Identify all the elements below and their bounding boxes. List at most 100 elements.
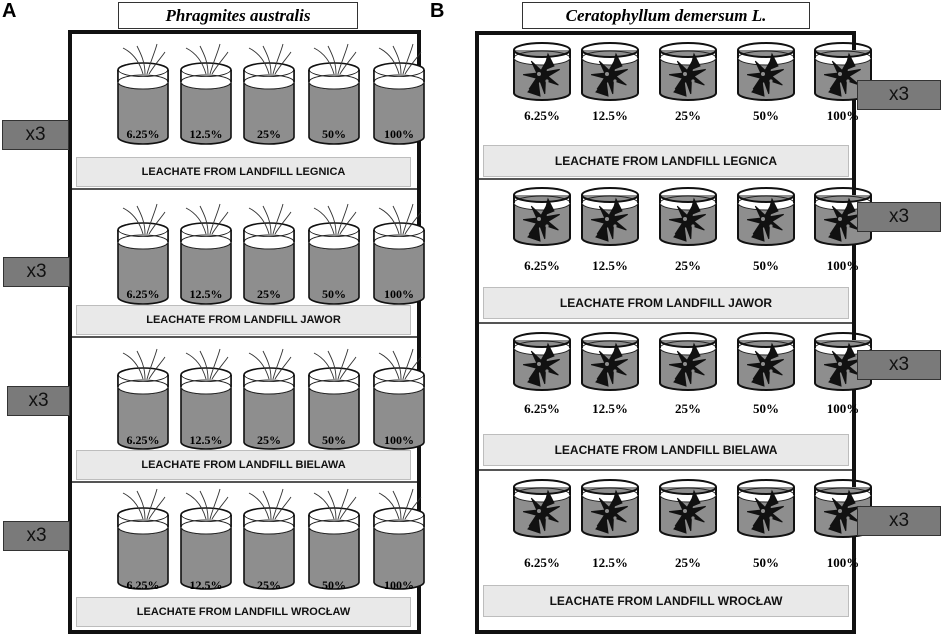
concentration-label: 100%: [384, 287, 414, 301]
panel-b-row-divider: [479, 322, 852, 324]
reed-sprout-icon: [117, 43, 169, 145]
hornwort-plant-icon: [814, 187, 872, 246]
reed-sprout-icon: [117, 348, 169, 450]
reed-sprout-icon: [243, 488, 295, 590]
panel-a-leachate-label: LEACHATE FROM LANDFILL WROCŁAW: [76, 597, 411, 627]
panel-a-leachate-label: LEACHATE FROM LANDFILL BIELAWA: [76, 450, 411, 480]
hornwort-plant-icon: [659, 187, 717, 246]
concentration-label: 6.25%: [126, 578, 160, 592]
panel-a-replicate-tag: x3: [7, 386, 70, 416]
concentration-label: 25%: [675, 108, 701, 123]
reed-sprout-icon: [117, 488, 169, 590]
panel-a-leachate-label: LEACHATE FROM LANDFILL LEGNICA: [76, 157, 411, 187]
concentration-label: 50%: [753, 401, 779, 416]
concentration-label: 12.5%: [189, 287, 223, 301]
reed-sprout-icon: [308, 488, 360, 590]
panel-a-replicate-tag: x3: [3, 257, 70, 287]
concentration-label: 6.25%: [524, 258, 560, 273]
concentration-label: 100%: [826, 401, 860, 416]
concentration-label: 100%: [826, 555, 860, 570]
panel-b-replicate-tag: x3: [857, 506, 941, 536]
hornwort-plant-icon: [513, 332, 571, 391]
reed-sprout-icon: [180, 348, 232, 450]
reed-sprout-icon: [117, 203, 169, 305]
panel-b-species-title: Ceratophyllum demersum L.: [522, 2, 810, 29]
concentration-label: 6.25%: [126, 127, 160, 141]
panel-b-leachate-label: LEACHATE FROM LANDFILL WROCŁAW: [483, 585, 849, 617]
panel-b-letter: B: [430, 0, 445, 22]
hornwort-plant-icon: [659, 332, 717, 391]
concentration-label: 12.5%: [592, 401, 628, 416]
panel-b-replicate-tag: x3: [857, 202, 941, 232]
panel-b-row-divider: [479, 178, 852, 180]
concentration-label: 25%: [257, 287, 281, 301]
panel-a-row-divider: [72, 188, 417, 190]
reed-sprout-icon: [180, 203, 232, 305]
hornwort-plant-icon: [737, 42, 795, 101]
hornwort-plant-icon: [513, 187, 571, 246]
concentration-label: 12.5%: [592, 258, 628, 273]
reed-sprout-icon: [308, 203, 360, 305]
hornwort-plant-icon: [659, 479, 717, 538]
concentration-label: 12.5%: [189, 578, 223, 592]
reed-sprout-icon: [373, 488, 425, 590]
panel-a-letter: A: [2, 0, 17, 22]
panel-b-replicate-tag: x3: [857, 350, 941, 380]
concentration-label: 25%: [675, 401, 701, 416]
reed-sprout-icon: [308, 43, 360, 145]
concentration-label: 50%: [322, 287, 346, 301]
hornwort-plant-icon: [581, 42, 639, 101]
concentration-label: 25%: [675, 258, 701, 273]
concentration-label: 25%: [257, 127, 281, 141]
reed-sprout-icon: [243, 203, 295, 305]
concentration-label: 50%: [753, 258, 779, 273]
concentration-label: 50%: [753, 108, 779, 123]
reed-sprout-icon: [180, 488, 232, 590]
panel-b-row-divider: [479, 469, 852, 471]
panel-a-replicate-tag: x3: [3, 521, 70, 551]
panel-b-leachate-label: LEACHATE FROM LANDFILL JAWOR: [483, 287, 849, 319]
concentration-label: 100%: [384, 433, 414, 447]
hornwort-plant-icon: [737, 332, 795, 391]
concentration-label: 100%: [384, 578, 414, 592]
panel-b-leachate-label: LEACHATE FROM LANDFILL LEGNICA: [483, 145, 849, 177]
concentration-label: 50%: [322, 578, 346, 592]
concentration-label: 6.25%: [524, 108, 560, 123]
reed-sprout-icon: [308, 348, 360, 450]
panel-b-leachate-label: LEACHATE FROM LANDFILL BIELAWA: [483, 434, 849, 466]
hornwort-plant-icon: [513, 42, 571, 101]
concentration-label: 50%: [322, 127, 346, 141]
hornwort-plant-icon: [737, 187, 795, 246]
reed-sprout-icon: [373, 43, 425, 145]
concentration-label: 50%: [322, 433, 346, 447]
concentration-label: 6.25%: [524, 555, 560, 570]
concentration-label: 25%: [257, 578, 281, 592]
concentration-label: 6.25%: [524, 401, 560, 416]
concentration-label: 6.25%: [126, 287, 160, 301]
panel-a-row-divider: [72, 481, 417, 483]
concentration-label: 6.25%: [126, 433, 160, 447]
reed-sprout-icon: [180, 43, 232, 145]
concentration-label: 50%: [753, 555, 779, 570]
concentration-label: 12.5%: [189, 433, 223, 447]
hornwort-plant-icon: [737, 479, 795, 538]
hornwort-plant-icon: [814, 479, 872, 538]
hornwort-plant-icon: [659, 42, 717, 101]
hornwort-plant-icon: [513, 479, 571, 538]
reed-sprout-icon: [243, 43, 295, 145]
panel-a-leachate-label: LEACHATE FROM LANDFILL JAWOR: [76, 305, 411, 335]
reed-sprout-icon: [373, 348, 425, 450]
hornwort-plant-icon: [581, 187, 639, 246]
panel-b-replicate-tag: x3: [857, 80, 941, 110]
concentration-label: 100%: [826, 258, 860, 273]
concentration-label: 25%: [675, 555, 701, 570]
reed-sprout-icon: [243, 348, 295, 450]
concentration-label: 25%: [257, 433, 281, 447]
hornwort-plant-icon: [581, 479, 639, 538]
hornwort-plant-icon: [581, 332, 639, 391]
concentration-label: 12.5%: [592, 108, 628, 123]
concentration-label: 100%: [384, 127, 414, 141]
panel-a-row-divider: [72, 336, 417, 338]
concentration-label: 12.5%: [189, 127, 223, 141]
panel-a-replicate-tag: x3: [2, 120, 69, 150]
